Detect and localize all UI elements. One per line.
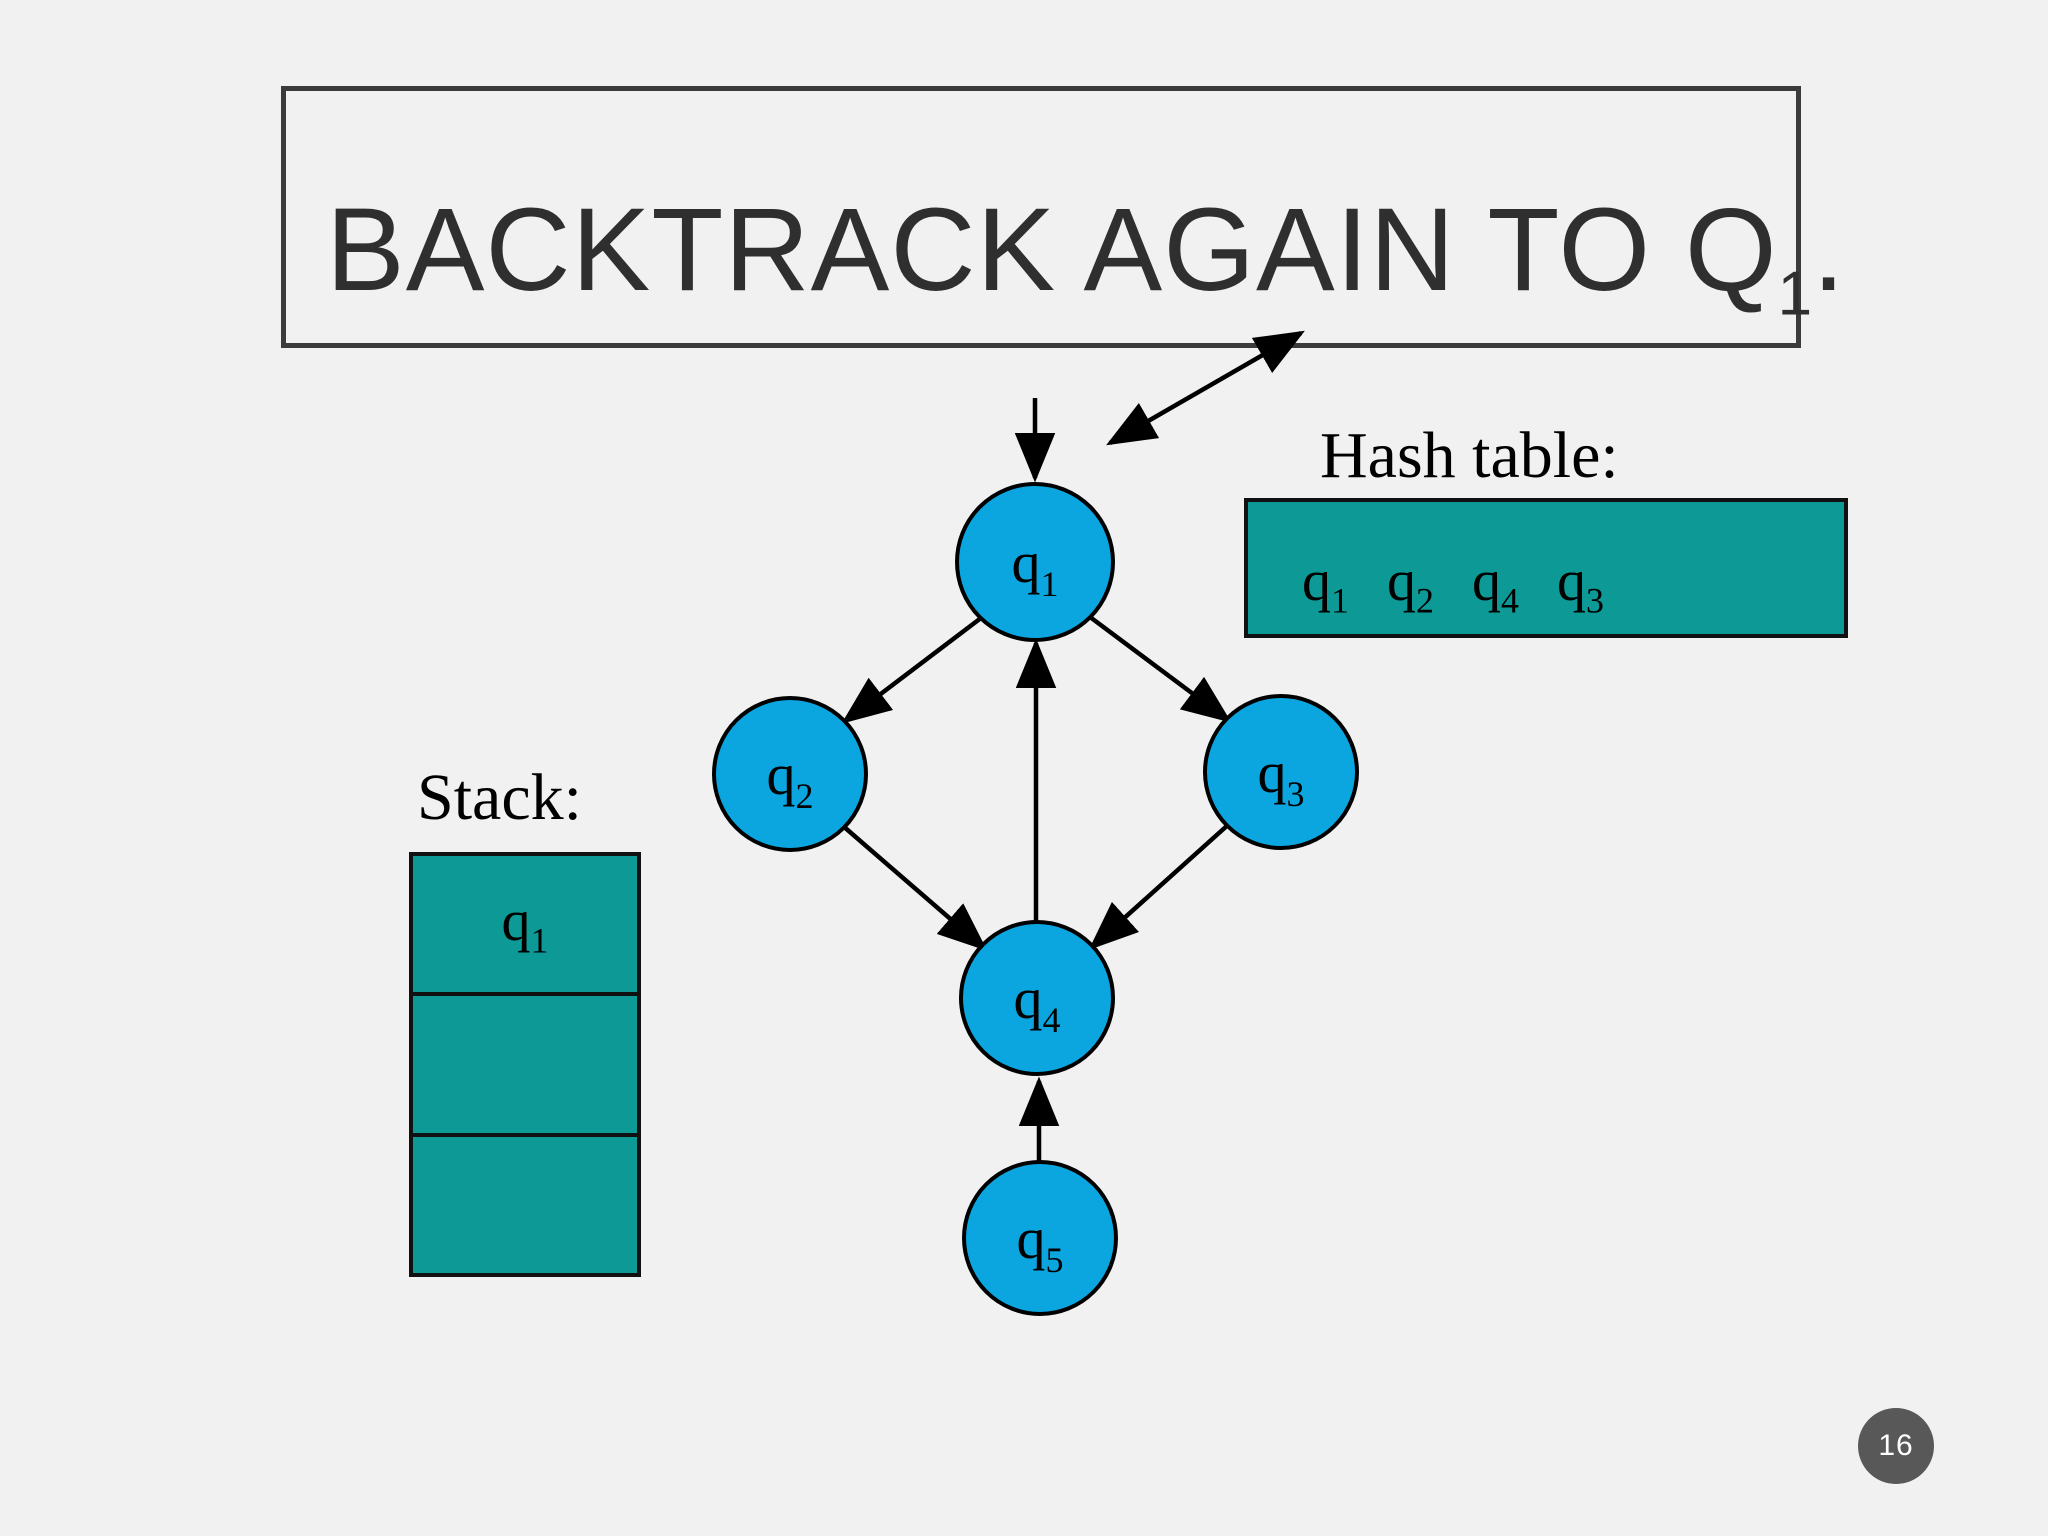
node-circle[interactable] [962,1160,1118,1316]
edge-q2-q4 [841,824,988,951]
hash-entry: q1 [1302,548,1349,621]
node-circle[interactable] [1203,694,1359,850]
title-main-text: BACKTRACK AGAIN TO Q [326,184,1778,317]
title-box: BACKTRACK AGAIN TO Q1. [281,86,1845,348]
hash-table-label: Hash table: [1320,419,1619,492]
stack-cell [413,996,637,1137]
stack-cell [413,1137,637,1273]
title-pointer-arrow [1106,330,1305,446]
node-circle[interactable] [955,482,1115,642]
edge-q1-q2 [841,616,983,724]
hash-entry: q4 [1471,548,1519,621]
page-number-badge: 16 [1858,1408,1934,1484]
hash-table-box: q1 q2 q4 q3 [1244,498,1848,638]
graph-node-q4[interactable]: q4 [959,920,1115,1076]
stack-label: Stack: [417,761,582,834]
node-label: q1 [1012,530,1059,604]
node-circle[interactable] [959,920,1115,1076]
hash-table-entries: q1 q2 q4 q3 [1302,552,1604,620]
node-label: q4 [1014,966,1061,1040]
graph-node-q2[interactable]: q2 [712,696,868,852]
edge-q3-q4 [1088,822,1231,951]
page-title: BACKTRACK AGAIN TO Q1. [326,184,1846,329]
stack-box: q1 [409,852,641,1277]
edge-q1-q3 [1088,615,1232,723]
title-subscript: 1 [1777,259,1813,329]
node-label: q5 [1017,1206,1064,1280]
node-label: q2 [767,742,814,816]
hash-entry: q2 [1386,548,1434,621]
stack-cell-value: q1 [501,887,549,961]
hash-entry: q3 [1556,548,1604,621]
title-suffix: . [1812,184,1846,317]
stack-cell: q1 [413,856,637,997]
node-circle[interactable] [712,696,868,852]
graph-node-q3[interactable]: q3 [1203,694,1359,850]
graph-node-q5[interactable]: q5 [962,1160,1118,1316]
graph-node-q1[interactable]: q1 [955,482,1115,642]
node-label: q3 [1258,740,1305,814]
